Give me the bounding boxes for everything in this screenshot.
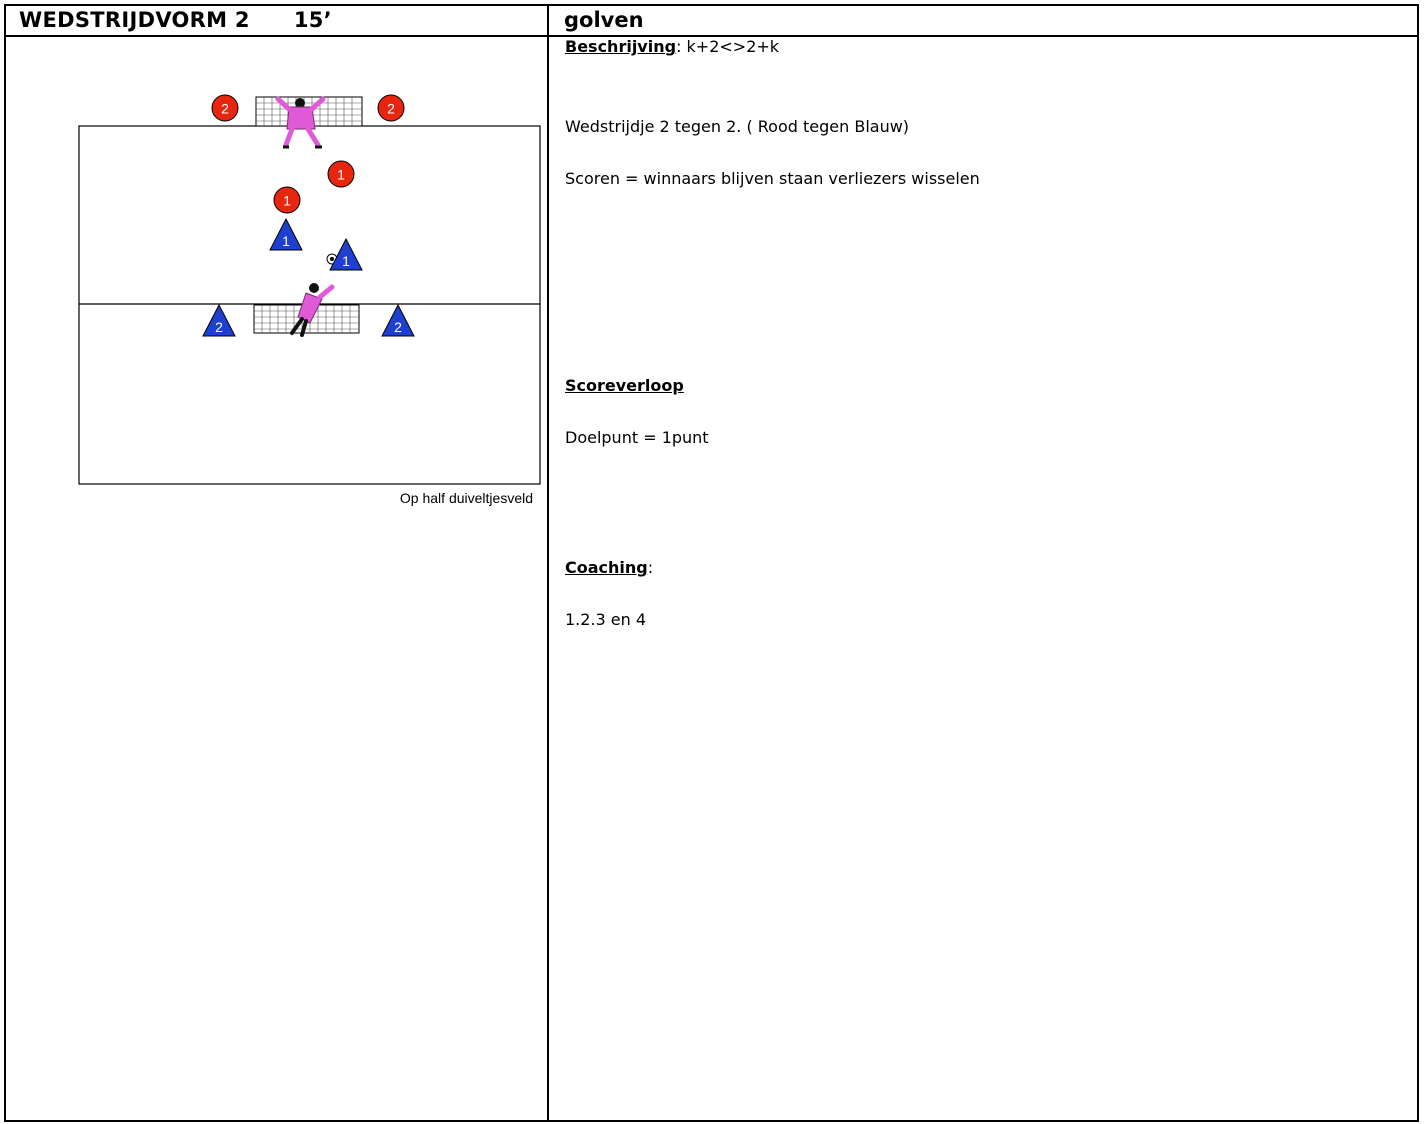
red-player-label: 1 [283, 193, 291, 209]
coaching-row: Coaching: [565, 558, 653, 577]
header-left-cell: WEDSTRIJDVORM 2 15’ [5, 5, 548, 36]
blue-player-label: 1 [342, 253, 350, 269]
exercise-duration: 15’ [294, 8, 332, 32]
description-value: : k+2<>2+k [676, 37, 779, 56]
header-right-cell: golven [548, 5, 1418, 36]
rules-line-2: Scoren = winnaars blijven staan verlieze… [565, 169, 980, 188]
blue-player-label: 2 [215, 319, 223, 335]
red-player-1-b: 1 [274, 187, 300, 213]
diagram-caption: Op half duiveltjesveld [400, 490, 533, 506]
coaching-colon: : [648, 558, 653, 577]
field-diagram: 2 2 1 1 1 [6, 37, 547, 1121]
red-player-label: 2 [221, 101, 229, 117]
score-heading: Scoreverloop [565, 376, 684, 395]
description-cell: Beschrijving: k+2<>2+k Wedstrijdje 2 teg… [548, 36, 1418, 1121]
description-row: Beschrijving: k+2<>2+k [565, 37, 779, 56]
blue-player-label: 2 [394, 319, 402, 335]
coaching-line: 1.2.3 en 4 [565, 610, 646, 629]
description-label: Beschrijving [565, 37, 676, 56]
exercise-sheet: WEDSTRIJDVORM 2 15’ golven [4, 4, 1419, 1122]
red-player-label: 2 [387, 101, 395, 117]
red-player-2-right: 2 [378, 95, 404, 121]
rules-line-1: Wedstrijdje 2 tegen 2. ( Rood tegen Blau… [565, 117, 909, 136]
diagram-cell: 2 2 1 1 1 [5, 36, 548, 1121]
red-player-1-a: 1 [328, 161, 354, 187]
blue-player-label: 1 [282, 233, 290, 249]
exercise-theme: golven [549, 6, 1417, 35]
red-player-label: 1 [337, 167, 345, 183]
exercise-title: WEDSTRIJDVORM 2 [19, 8, 250, 32]
exercise-title-row: WEDSTRIJDVORM 2 15’ [6, 6, 547, 35]
coaching-label: Coaching [565, 558, 648, 577]
red-player-2-left: 2 [212, 95, 238, 121]
score-line: Doelpunt = 1punt [565, 428, 709, 447]
